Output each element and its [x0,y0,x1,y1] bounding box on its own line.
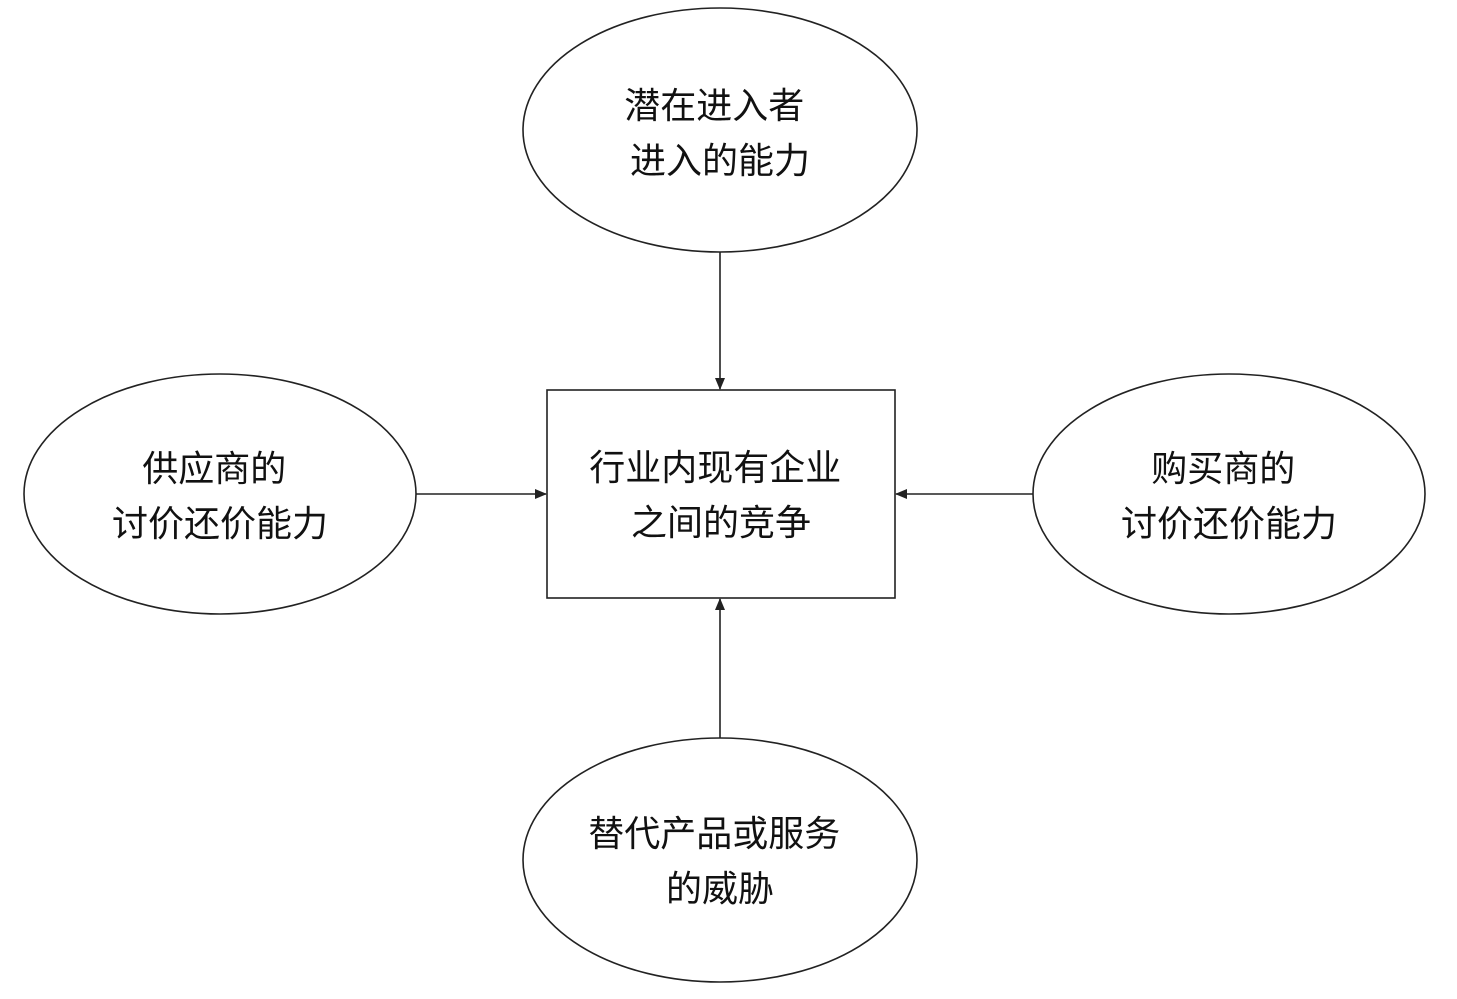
bottom-node: 替代产品或服务 的威胁 [522,737,918,983]
center-label-line-2: 之间的竞争 [631,503,811,544]
left-ellipse [23,373,417,615]
center-box [546,389,896,599]
top-node: 潜在进入者 进入的能力 [522,7,918,253]
center-label: 行业内现有企业 之间的竞争 [589,448,852,544]
bottom-ellipse [522,737,918,983]
right-label: 购买商的 讨价还价能力 [1121,449,1337,545]
top-label: 潜在进入者 进入的能力 [624,86,815,182]
top-label-line-2: 进入的能力 [630,141,810,182]
left-label: 供应商的 讨价还价能力 [112,449,328,545]
right-label-line-1: 购买商的 [1151,449,1295,490]
bottom-label-line-2: 的威胁 [666,869,774,910]
top-ellipse [522,7,918,253]
left-node: 供应商的 讨价还价能力 [23,373,417,615]
left-label-line-1: 供应商的 [142,449,286,490]
bottom-label: 替代产品或服务 的威胁 [588,814,851,910]
right-label-line-2: 讨价还价能力 [1121,504,1337,545]
top-label-line-1: 潜在进入者 [624,86,804,127]
bottom-label-line-1: 替代产品或服务 [588,814,840,855]
center-label-line-1: 行业内现有企业 [589,448,841,489]
left-label-line-2: 讨价还价能力 [112,504,328,545]
right-node: 购买商的 讨价还价能力 [1032,373,1426,615]
right-ellipse [1032,373,1426,615]
center-node: 行业内现有企业 之间的竞争 [546,389,896,599]
